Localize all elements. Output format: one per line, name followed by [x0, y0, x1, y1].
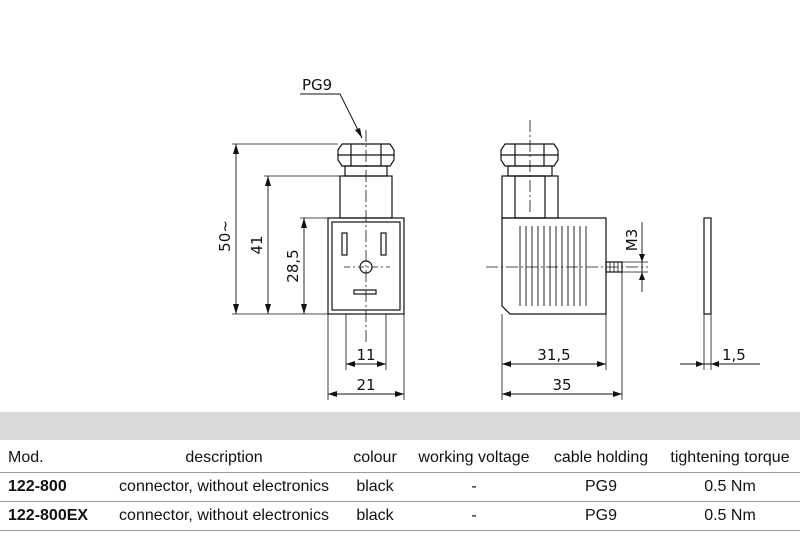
dim-35-label: 35: [552, 376, 571, 394]
dim-50-label: 50~: [216, 220, 234, 252]
cell-model: 122-800EX: [0, 501, 104, 531]
cell-voltage: -: [406, 501, 542, 531]
technical-drawing: PG9 50~ 41 28,5 11 21 M3 31,5 35 1,5: [216, 76, 760, 400]
front-view: [327, 130, 405, 344]
dim-21-label: 21: [356, 376, 375, 394]
cell-description: connector, without electronics: [104, 472, 344, 502]
col-header-voltage: working voltage: [406, 444, 542, 473]
gasket-view: [703, 217, 712, 315]
dim-1-5-label: 1,5: [722, 346, 746, 364]
cell-model: 122-800: [0, 472, 104, 502]
dim-11-label: 11: [356, 346, 375, 364]
dim-41-label: 41: [248, 235, 266, 254]
col-header-colour: colour: [344, 444, 406, 473]
dim-m3-label: M3: [623, 229, 641, 252]
table-header-row: Mod. description colour working voltage …: [0, 444, 800, 473]
cell-cable: PG9: [542, 501, 660, 531]
col-header-torque: tightening torque: [660, 444, 800, 473]
cell-description: connector, without electronics: [104, 501, 344, 531]
cell-voltage: -: [406, 472, 542, 502]
pg9-label: PG9: [302, 76, 332, 94]
cell-cable: PG9: [542, 472, 660, 502]
header-band: [0, 412, 800, 440]
dim-28-5-label: 28,5: [284, 249, 302, 282]
dim-31-5-label: 31,5: [537, 346, 570, 364]
cell-torque: 0.5 Nm: [660, 472, 800, 502]
product-table: Mod. description colour working voltage …: [0, 444, 800, 531]
cell-colour: black: [344, 501, 406, 531]
side-view: [486, 120, 648, 315]
col-header-model: Mod.: [0, 444, 104, 473]
table-row: 122-800EX connector, without electronics…: [0, 501, 800, 531]
cell-colour: black: [344, 472, 406, 502]
table-row: 122-800 connector, without electronics b…: [0, 472, 800, 502]
col-header-description: description: [104, 444, 344, 473]
cell-torque: 0.5 Nm: [660, 501, 800, 531]
col-header-cable: cable holding: [542, 444, 660, 473]
